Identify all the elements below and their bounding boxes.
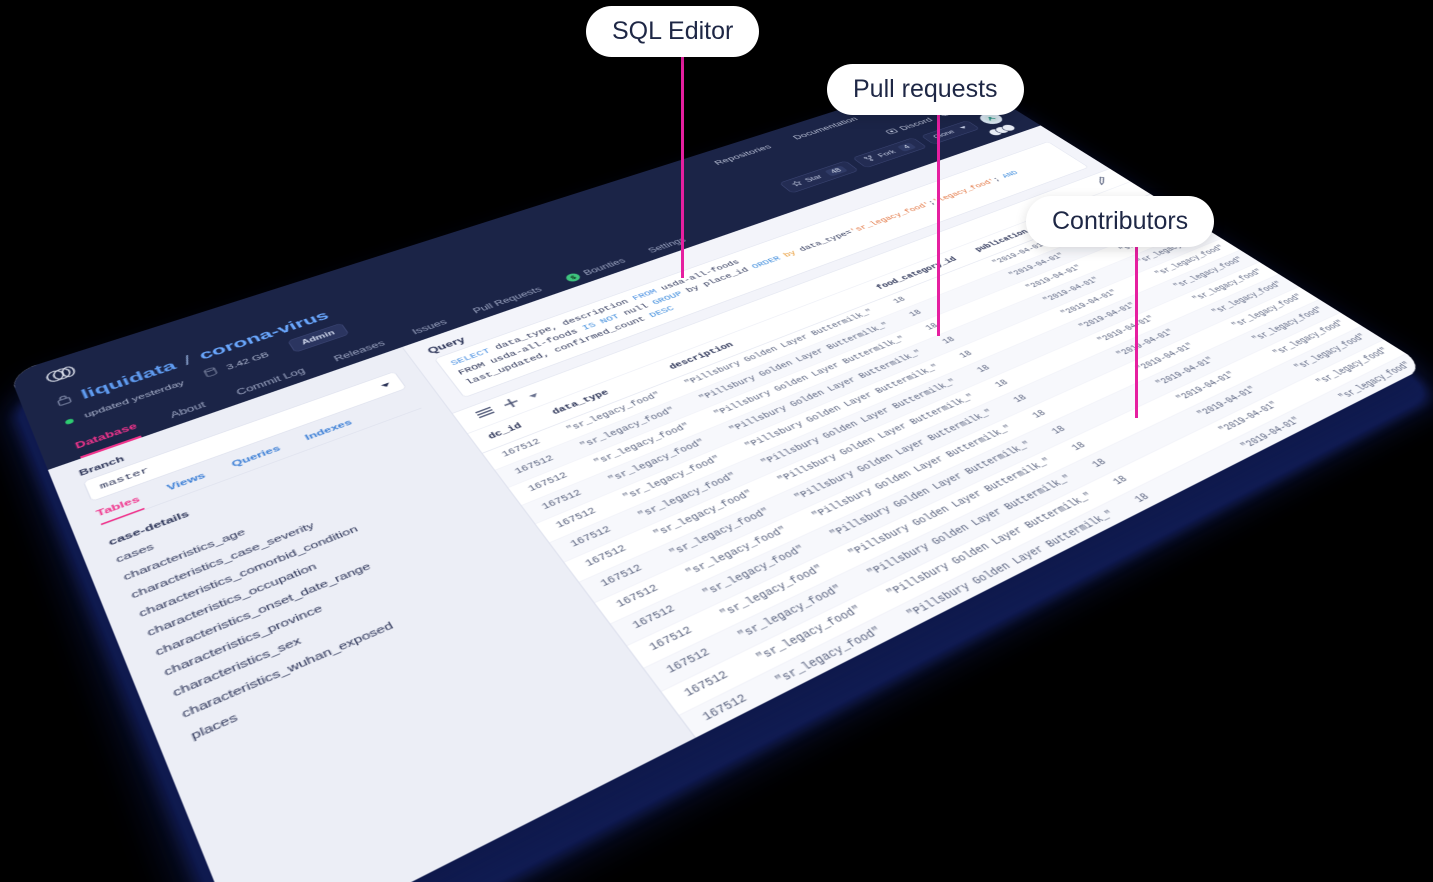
- star-icon: [789, 180, 804, 188]
- status-dot-green-icon: [64, 417, 75, 425]
- callout-leader-line: [681, 56, 684, 278]
- lock-icon: [55, 393, 75, 410]
- repo-path-separator: /: [180, 353, 195, 368]
- callout-leader-line: [937, 114, 940, 336]
- repo-updated-text: updated yesterday: [82, 379, 186, 420]
- chevron-down-icon: [959, 125, 968, 130]
- database-icon: [202, 367, 219, 381]
- plus-icon[interactable]: [501, 397, 522, 412]
- fork-icon: [863, 155, 878, 163]
- clone-label: Clone: [931, 128, 957, 140]
- callout-pill: Contributors: [1026, 196, 1215, 247]
- dolt-logo-icon[interactable]: [44, 364, 78, 385]
- fork-count: 4: [896, 142, 917, 152]
- star-count: 48: [823, 165, 849, 177]
- table-cell: "2019-04-01": [1315, 460, 1427, 534]
- chevron-down-icon[interactable]: [528, 392, 539, 399]
- table-cell: "sr_legacy_food": [833, 702, 994, 805]
- sql-token: ORDER: [750, 255, 784, 271]
- dolt-app-window: Repositories Documentation Blog Bounties: [8, 72, 1427, 882]
- callout-leader-line: [1135, 246, 1138, 418]
- table-cell: 167512: [757, 777, 856, 848]
- callout-pill: Pull requests: [827, 64, 1024, 115]
- fork-label: Fork: [875, 148, 898, 159]
- sql-token: 'legacy_food': [931, 178, 999, 205]
- star-label: Star: [803, 173, 824, 184]
- sql-token: data_type=: [797, 229, 856, 254]
- table-cell: "sr_legacy_food": [1415, 411, 1427, 478]
- callout-pill: SQL Editor: [586, 6, 760, 57]
- table-cell: 18: [1206, 514, 1341, 595]
- bounty-dollar-icon: $: [563, 272, 583, 283]
- pencil-icon[interactable]: [1092, 176, 1114, 188]
- sql-token: 'sr_legacy_food': [848, 201, 934, 235]
- chevron-down-icon: [380, 382, 391, 388]
- list-view-icon[interactable]: [474, 406, 497, 422]
- tilted-app-deck: Repositories Documentation Blog Bounties: [8, 72, 1433, 882]
- repo-size-text: 3.42 GB: [225, 351, 271, 372]
- table-cell: 167512: [736, 751, 834, 820]
